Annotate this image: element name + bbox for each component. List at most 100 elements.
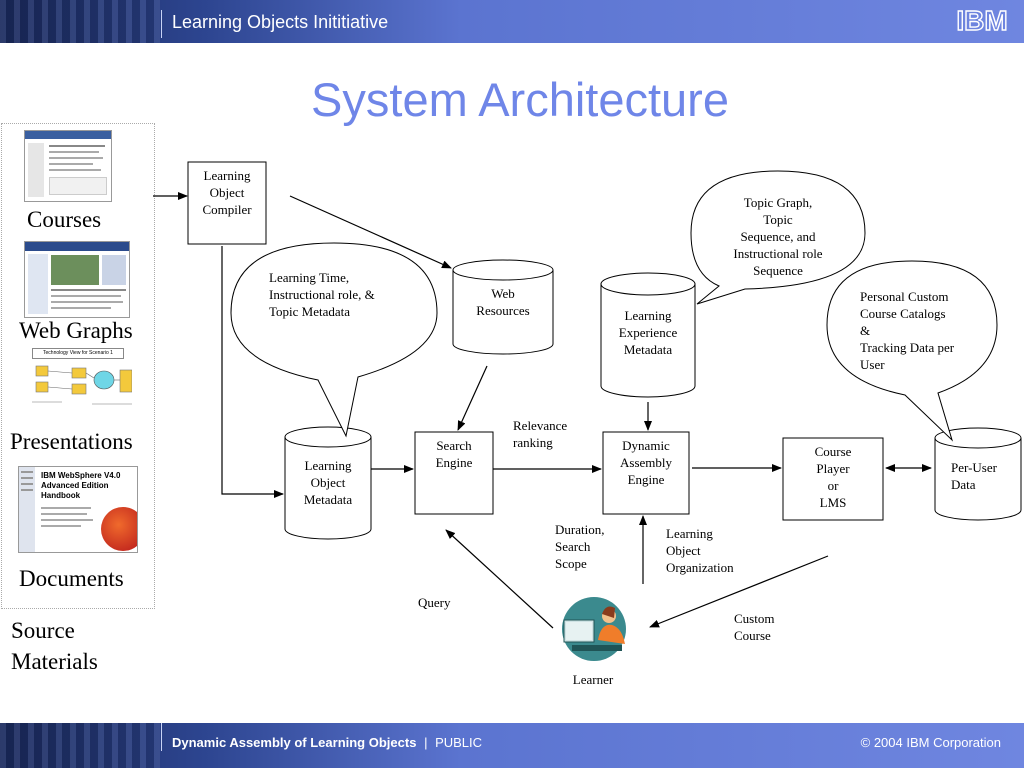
topic-graph-callout-text: Topic Graph, Topic Sequence, and Instruc… bbox=[713, 194, 843, 279]
edge-label-line: Duration, bbox=[555, 522, 605, 537]
search-engine-label-line: Engine bbox=[435, 455, 473, 470]
lo-metadata-label: Learning Object Metadata bbox=[285, 457, 371, 508]
source-materials-label-line-1: Source bbox=[11, 618, 75, 643]
le-metadata-label: Learning Experience Metadata bbox=[601, 307, 695, 358]
per-user-data-label-line: Per-User bbox=[951, 460, 997, 475]
relevance-ranking-label: Relevance ranking bbox=[513, 417, 567, 451]
arrow-compiler-to-web-resources bbox=[289, 195, 452, 269]
lo-metadata-label-line: Metadata bbox=[303, 492, 353, 507]
source-materials-frame bbox=[1, 123, 155, 609]
documents-thumbnail: IBM WebSphere V4.0 Advanced Edition Hand… bbox=[18, 466, 138, 553]
callout-line: Instructional role, & bbox=[269, 287, 375, 302]
document-thumb-line-3: Handbook bbox=[41, 491, 81, 500]
callout-line: Tracking Data per bbox=[860, 340, 955, 355]
topic-graph-callout bbox=[690, 170, 866, 305]
arrow-learner-query-to-search bbox=[445, 529, 554, 629]
lo-metadata-label-line: Learning bbox=[304, 458, 352, 473]
web-graphs-thumbnail bbox=[24, 241, 130, 318]
callout-line: Topic bbox=[763, 212, 793, 227]
per-user-data-label-line: Data bbox=[951, 477, 976, 492]
arrow-custom-course-to-learner bbox=[649, 555, 829, 628]
dae-label-line: Dynamic bbox=[622, 438, 670, 453]
callout-line: User bbox=[860, 357, 885, 372]
ibm-logo: IBM bbox=[956, 5, 1009, 37]
edge-label-line: Object bbox=[666, 543, 701, 558]
course-player-label-line: Course bbox=[814, 444, 852, 459]
presentation-thumb-graphic bbox=[32, 365, 132, 405]
dae-label-line: Assembly bbox=[620, 455, 672, 470]
custom-course-label: Custom Course bbox=[734, 610, 774, 644]
callout-line: & bbox=[860, 323, 871, 338]
web-graphs-label: Web Graphs bbox=[19, 318, 133, 343]
search-engine-label-line: Search bbox=[436, 438, 472, 453]
header-separator bbox=[161, 10, 162, 38]
footer-bar: Dynamic Assembly of Learning Objects | P… bbox=[0, 723, 1024, 768]
per-user-data-cylinder bbox=[934, 427, 1022, 521]
le-metadata-cylinder bbox=[600, 272, 696, 398]
per-user-data-label: Per-User Data bbox=[951, 459, 1021, 493]
course-player-label: Course Player or LMS bbox=[783, 443, 883, 511]
document-thumb-line-1: IBM WebSphere V4.0 bbox=[41, 471, 121, 480]
footer-presentation-title: Dynamic Assembly of Learning Objects bbox=[172, 735, 417, 750]
courses-thumbnail bbox=[24, 130, 112, 202]
catalogs-callout bbox=[826, 260, 998, 442]
dae-label: Dynamic Assembly Engine bbox=[603, 437, 689, 488]
course-player-box bbox=[782, 437, 884, 521]
search-engine-box bbox=[414, 431, 494, 515]
footer-photo-strip bbox=[0, 723, 160, 768]
footer-divider: | bbox=[424, 735, 428, 750]
learner-label: Learner bbox=[572, 672, 614, 687]
course-player-label-line: or bbox=[827, 478, 839, 493]
presentations-label: Presentations bbox=[10, 429, 133, 454]
le-metadata-label-line: Experience bbox=[618, 325, 678, 340]
callout-line: Topic Metadata bbox=[269, 304, 351, 319]
callout-line: Topic Graph, bbox=[743, 195, 813, 210]
le-metadata-label-line: Learning bbox=[624, 308, 672, 323]
footer-separator bbox=[161, 723, 162, 751]
header-bar: Learning Objects Inititiative IBM bbox=[0, 0, 1024, 43]
edge-label-line: Scope bbox=[555, 556, 587, 571]
footer-copyright: © 2004 IBM Corporation bbox=[860, 735, 1001, 750]
course-player-label-line: Player bbox=[816, 461, 850, 476]
query-label: Query bbox=[418, 595, 451, 610]
topic-metadata-callout bbox=[230, 242, 438, 438]
web-resources-label-line: Resources bbox=[476, 303, 530, 318]
document-thumb-line-2: Advanced Edition bbox=[41, 481, 109, 490]
edge-label-line: Search bbox=[555, 539, 591, 554]
presentations-thumbnail: Technology View for Scenario 1 bbox=[32, 348, 132, 412]
web-resources-cylinder bbox=[452, 259, 554, 355]
compiler-label-line: Learning bbox=[203, 168, 251, 183]
dae-label-line: Engine bbox=[627, 472, 665, 487]
lo-organization-label: Learning Object Organization bbox=[666, 525, 734, 576]
compiler-label-line: Object bbox=[209, 185, 245, 200]
dae-box bbox=[602, 431, 690, 515]
web-resources-label-line: Web bbox=[491, 286, 515, 301]
arrow-web-resources-to-search bbox=[457, 365, 488, 431]
callout-line: Course Catalogs bbox=[860, 306, 946, 321]
footer-left: Dynamic Assembly of Learning Objects | P… bbox=[172, 735, 482, 750]
callout-line: Personal Custom bbox=[860, 289, 949, 304]
learner-icon bbox=[562, 597, 626, 661]
header-title: Learning Objects Inititiative bbox=[172, 12, 389, 32]
search-engine-label: Search Engine bbox=[415, 437, 493, 471]
duration-scope-label: Duration, Search Scope bbox=[555, 521, 604, 572]
footer-classification: PUBLIC bbox=[435, 735, 483, 750]
edge-label-line: Custom bbox=[734, 611, 775, 626]
header-photo-strip bbox=[0, 0, 160, 43]
topic-metadata-callout-text: Learning Time, Instructional role, & Top… bbox=[269, 269, 429, 320]
callout-line: Learning Time, bbox=[269, 270, 350, 285]
callout-line: Sequence, and bbox=[740, 229, 816, 244]
catalogs-callout-text: Personal Custom Course Catalogs & Tracki… bbox=[860, 288, 990, 373]
callout-line: Sequence bbox=[753, 263, 803, 278]
courses-label: Courses bbox=[27, 207, 102, 232]
lo-metadata-label-line: Object bbox=[310, 475, 346, 490]
ibm-logo-text: IBM bbox=[956, 5, 1007, 36]
compiler-label: Learning Object Compiler bbox=[188, 167, 266, 218]
callout-line: Instructional role bbox=[733, 246, 823, 261]
lo-metadata-cylinder bbox=[284, 426, 372, 540]
compiler-label-line: Compiler bbox=[202, 202, 252, 217]
compiler-box bbox=[187, 161, 267, 245]
arrow-compiler-to-lo-metadata bbox=[221, 246, 284, 498]
presentation-thumb-title: Technology View for Scenario 1 bbox=[32, 348, 124, 359]
